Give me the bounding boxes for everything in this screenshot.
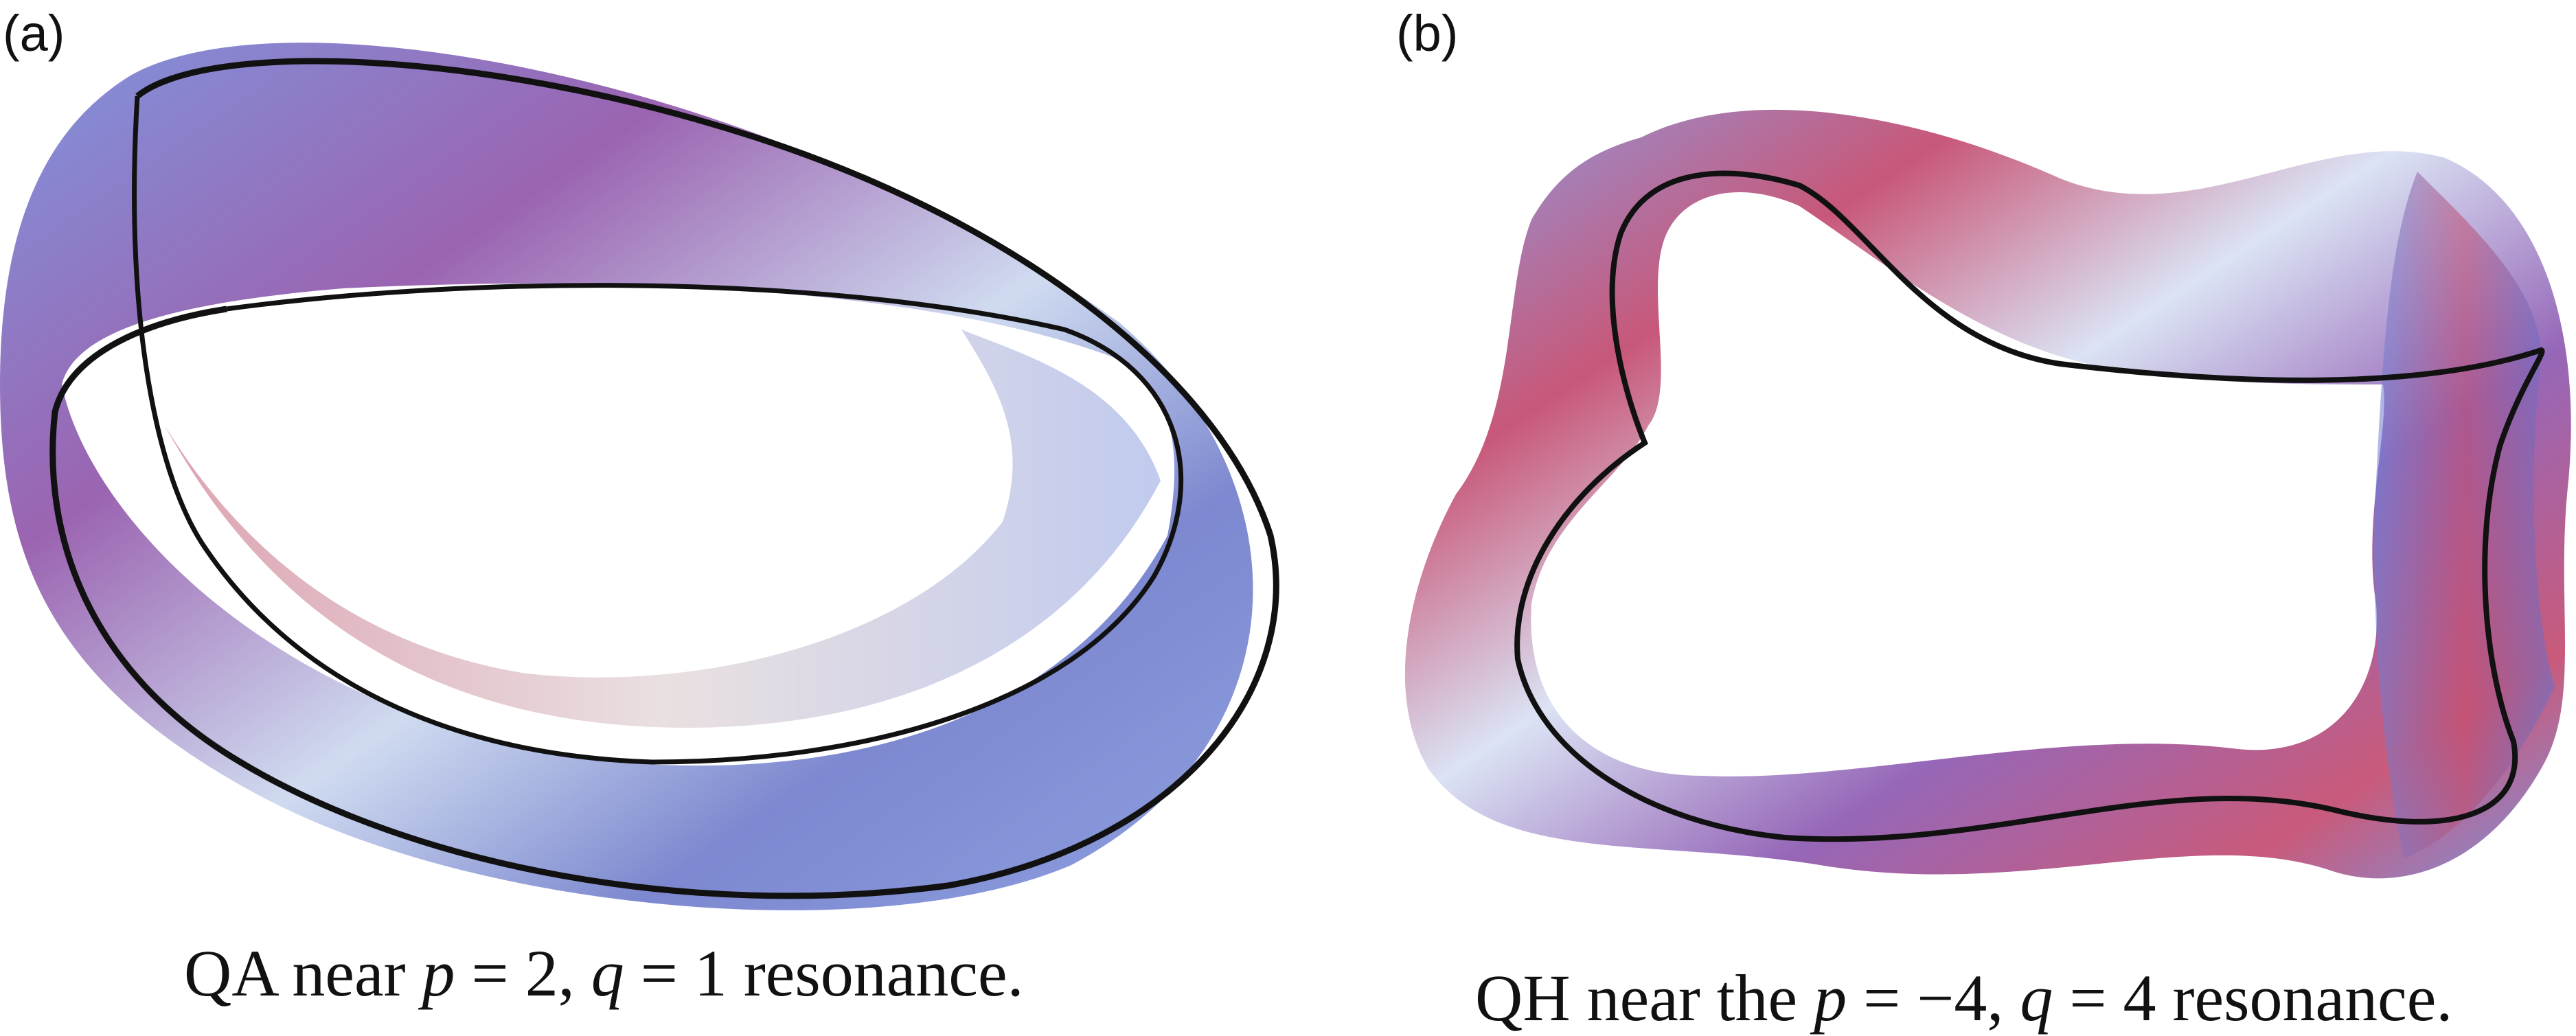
qa-outer-surface [0,43,1253,910]
caption-a-q-eq: = 1 resonance. [624,936,1024,1010]
caption-a-p: p [422,936,455,1010]
qh-outer-surface [1404,109,2571,879]
caption-b-prefix: QH near the [1475,961,1814,1035]
qa-field-line-inner [132,95,1184,765]
caption-b: QH near the p = −4, q = 4 resonance. [1475,960,2452,1036]
qh-field-line [1514,170,2545,842]
caption-b-q-eq: = 4 resonance. [2053,961,2453,1035]
qh-right-lobe [2374,172,2555,858]
caption-a-q: q [591,936,624,1010]
caption-a-prefix: QA near [184,936,422,1010]
panel-label-b: (b) [1396,5,1459,62]
qa-field-line-outer [49,58,1279,899]
caption-b-q: q [2020,961,2053,1035]
qa-inner-band [165,330,1161,728]
qh-surface [1404,109,2571,879]
qa-surface [0,43,1279,910]
caption-a-p-eq: = 2, [455,936,591,1010]
panel-label-a: (a) [3,5,65,62]
caption-a: QA near p = 2, q = 1 resonance. [184,935,1024,1011]
caption-b-p-eq: = −4, [1847,961,2020,1035]
caption-b-p: p [1814,961,1847,1035]
